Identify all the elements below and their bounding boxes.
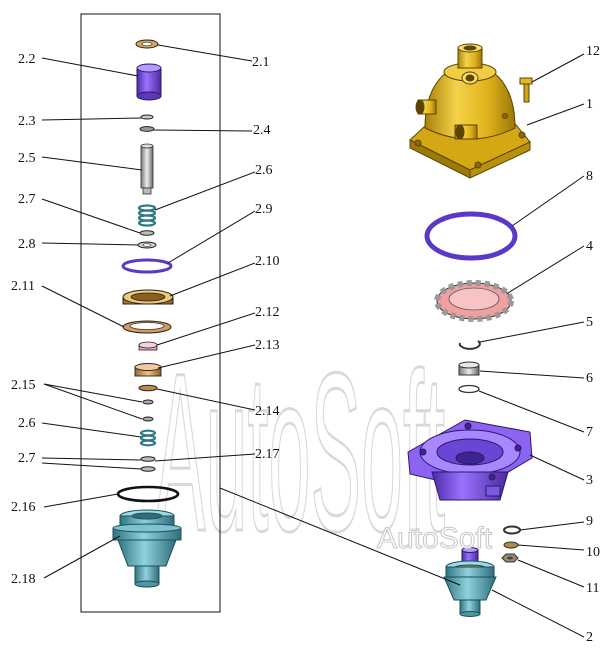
- part-4-diaphragm: [434, 280, 514, 322]
- part-2-1-hole: [141, 41, 153, 47]
- label-6: 6: [586, 371, 593, 386]
- label-2: 2: [586, 630, 593, 645]
- label-2-10: 2.10: [255, 254, 280, 269]
- label-2-16: 2.16: [11, 500, 36, 515]
- label-7: 7: [586, 425, 593, 440]
- part-2-11-ring: [122, 320, 172, 334]
- label-2-7-upper: 2.7: [18, 192, 36, 207]
- watermark-large: AutoSoft: [155, 326, 445, 578]
- part-2-7-washer-lower: [140, 466, 156, 472]
- part-2-2-cylinder: [136, 63, 162, 101]
- subassembly-frame: [80, 13, 221, 613]
- part-2-7-washer-upper: [139, 230, 155, 236]
- label-2-14: 2.14: [255, 404, 280, 419]
- part-11-nut: [501, 553, 519, 563]
- label-2-4: 2.4: [253, 123, 271, 138]
- label-2-1: 2.1: [252, 55, 270, 70]
- label-2-13: 2.13: [255, 338, 280, 353]
- label-9: 9: [586, 514, 593, 529]
- label-2-12: 2.12: [255, 305, 280, 320]
- part-1-housing: [409, 43, 531, 179]
- label-2-17: 2.17: [255, 447, 280, 462]
- label-2-9: 2.9: [255, 202, 273, 217]
- label-11: 11: [586, 581, 599, 596]
- part-2-9-o-ring: [121, 258, 173, 274]
- part-2-3-ring: [140, 114, 154, 120]
- leader-lines: [41, 44, 585, 638]
- label-2-8: 2.8: [18, 237, 36, 252]
- part-9-ring: [503, 525, 521, 535]
- labels: 2.1 2.2 2.3 2.4 2.5 2.6 2.7 2.8 2.9 2.10…: [11, 44, 600, 645]
- label-2-18: 2.18: [11, 572, 36, 587]
- label-2-7-lower: 2.7: [18, 451, 36, 466]
- part-2-18-valve-body: [112, 509, 182, 588]
- label-10: 10: [586, 545, 600, 560]
- part-2-13-bushing: [134, 363, 162, 377]
- part-5-circlip: [458, 340, 481, 350]
- part-2-6-spring-lower: [139, 429, 157, 447]
- label-2-5: 2.5: [18, 151, 36, 166]
- part-6-plug: [458, 361, 480, 376]
- part-2-15-washer-a: [142, 399, 154, 405]
- label-1: 1: [586, 97, 593, 112]
- part-2-6-spring-upper: [137, 204, 157, 227]
- label-2-11: 2.11: [11, 279, 35, 294]
- label-2-2: 2.2: [18, 52, 36, 67]
- part-2-5-stem: [140, 143, 154, 195]
- part-2-14-ring: [138, 384, 158, 392]
- part-12-bolt: [519, 77, 533, 103]
- label-3: 3: [586, 473, 593, 488]
- part-2-15-washer-b: [142, 416, 154, 422]
- label-2-15: 2.15: [11, 378, 36, 393]
- label-8: 8: [586, 169, 593, 184]
- part-2-4-ring: [139, 126, 155, 132]
- label-5: 5: [586, 315, 593, 330]
- part-2-valve-assembly: [443, 547, 497, 617]
- part-3-lower-body: [407, 419, 533, 501]
- label-2-3: 2.3: [18, 114, 36, 129]
- part-2-17-washer: [140, 456, 156, 462]
- part-8-ring: [424, 211, 518, 261]
- watermark-small: AutoSoft: [377, 522, 493, 555]
- label-12: 12: [586, 44, 600, 59]
- label-2-6-lower: 2.6: [18, 416, 36, 431]
- part-2-10-seal: [122, 289, 174, 305]
- label-2-6-upper: 2.6: [255, 163, 273, 178]
- part-2-12-disc: [138, 341, 158, 351]
- part-10-washer: [503, 541, 519, 549]
- part-7-ring: [458, 384, 480, 394]
- label-4: 4: [586, 239, 593, 254]
